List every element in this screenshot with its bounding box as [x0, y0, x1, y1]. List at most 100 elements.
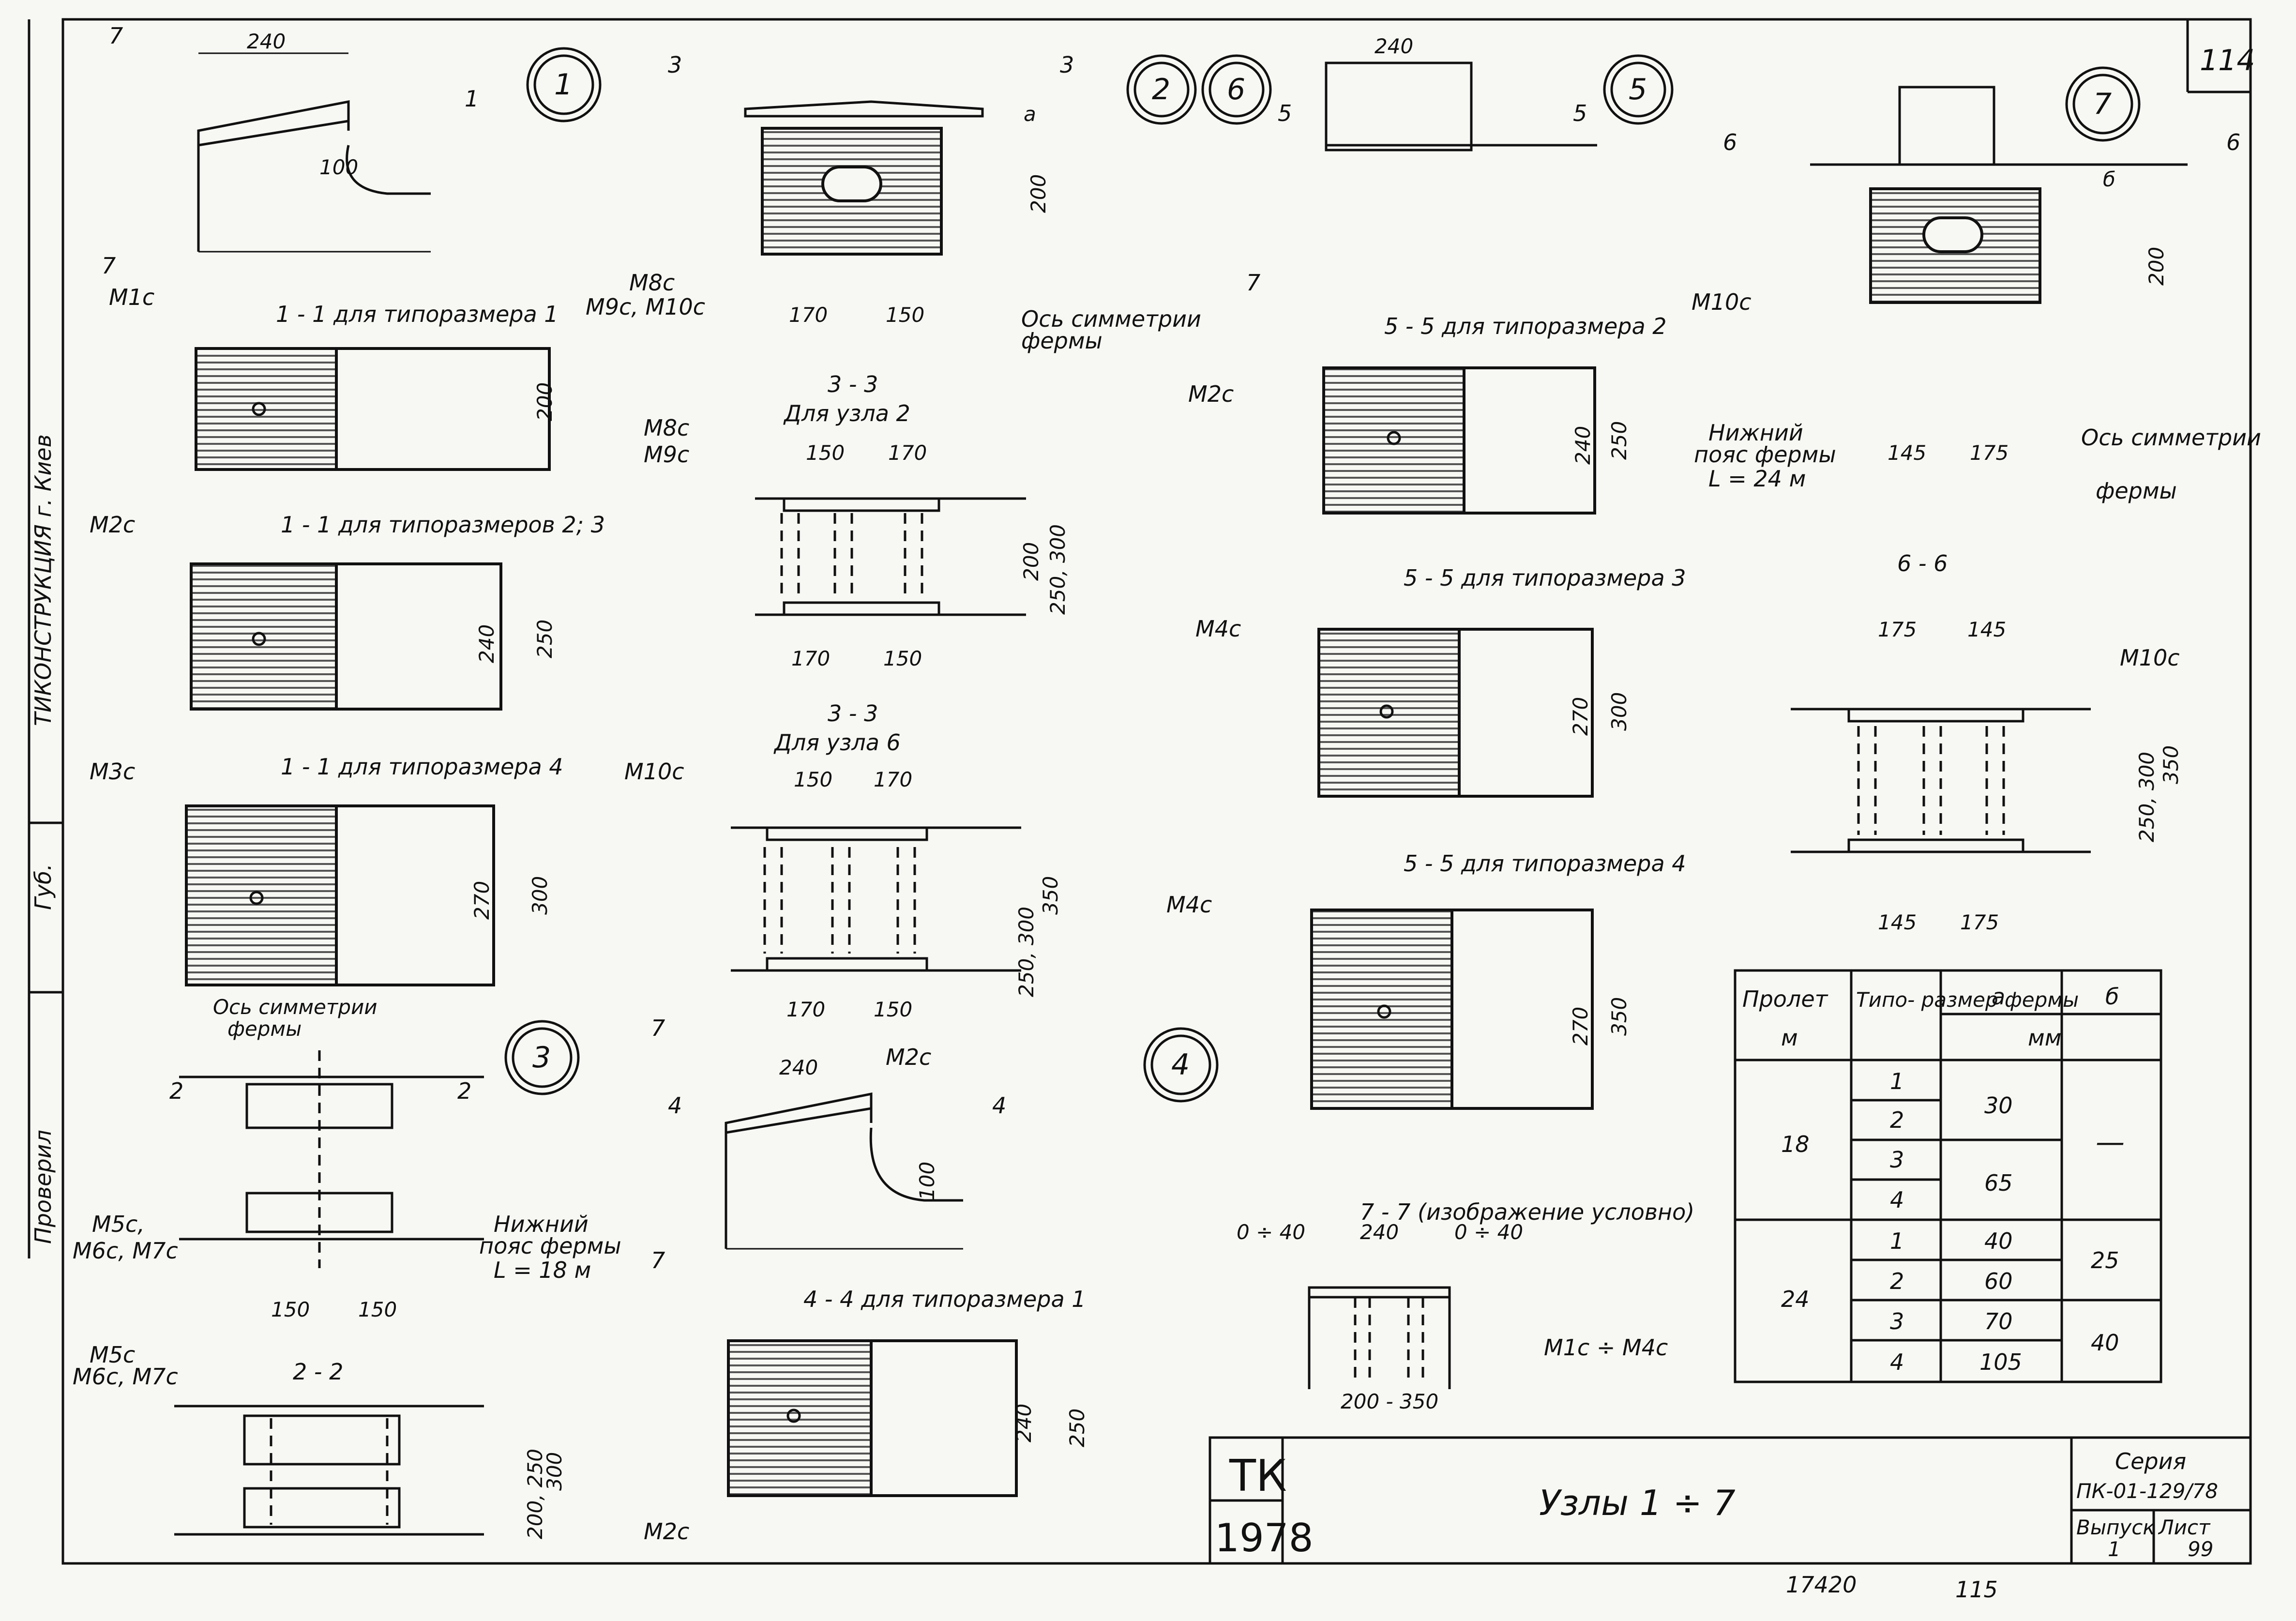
n3-mark-m6c7c: М6с, М7с: [73, 1238, 178, 1264]
node-1-label: 1: [554, 68, 573, 102]
s55-3-mark-m4c: М4с: [1195, 616, 1241, 642]
table-unit-mm: мм: [2028, 1025, 2061, 1051]
n3-lower-2: пояс фермы: [479, 1233, 621, 1259]
s11-23-title: 1 - 1 для типоразмеров 2; 3: [281, 512, 605, 538]
n5-cut-5a: 5: [1278, 100, 1292, 126]
stamp-name-text: Губ.: [30, 864, 56, 910]
s44-mark-m2c: М2с: [644, 1518, 689, 1545]
n3-cut-2a: 2: [169, 1078, 183, 1104]
s33-2-mark-m9c: М9с: [644, 441, 689, 468]
s33-2-dim-200: 200: [1019, 542, 1043, 581]
n3-axis-2: фермы: [227, 1017, 302, 1041]
s77-dim-200350: 200 - 350: [1341, 1390, 1438, 1413]
s66-dim-145b: 145: [1878, 910, 1917, 934]
table-24-size3: 3: [1890, 1308, 1904, 1334]
title-issue-label: Выпуск: [2076, 1515, 2155, 1539]
s22-mark-m5c: М5с: [90, 1342, 135, 1368]
n1-cut-7-top: 7: [109, 23, 123, 49]
n7-axis-1: Ось симметрии: [2081, 424, 2261, 451]
node-4-elevation: 240 М2с 100 4 4 7 7: [651, 1015, 1006, 1273]
bottom-number-right: 115: [1955, 1576, 1998, 1603]
n3-lower-1: Нижний: [494, 1211, 589, 1237]
table-24-a3: 70: [1984, 1308, 2013, 1334]
n1-cut-7-bottom: 7: [102, 253, 116, 279]
node-circle-4: 4: [1143, 1027, 1219, 1103]
n1-cut-1: 1: [465, 86, 479, 112]
s33-6-title-a: 3 - 3: [828, 700, 878, 727]
table-header-span: Пролет: [1742, 986, 1828, 1012]
s55-4-title: 5 - 5 для типоразмера 4: [1404, 850, 1686, 877]
s22-title: 2 - 2: [293, 1359, 343, 1385]
s66-dim-145: 145: [1967, 618, 2006, 641]
node-circle-3: 3: [504, 1020, 580, 1095]
s77-title: 7 - 7 (изображение условно): [1360, 1199, 1694, 1225]
s22-dim-300: 300: [543, 1452, 566, 1491]
s44-title: 4 - 4 для типоразмера 1: [803, 1286, 1086, 1312]
node-6-label: 6: [1227, 73, 1245, 106]
node-5-elevation: 240 5 5 7: [1246, 34, 1597, 296]
section-1-1-size23: М2с 1 - 1 для типоразмеров 2; 3 240 250: [90, 512, 605, 711]
node-3-plan: Ось симметрии фермы М5с, М6с, М7с Нижний…: [73, 995, 621, 1321]
s55-4-mark-m4c: М4с: [1166, 892, 1212, 918]
n7-dim-b: б: [2103, 167, 2115, 191]
s55-2-dim-240: 240: [1571, 426, 1595, 465]
s11-1-dim-200: 200: [533, 382, 557, 421]
table-24-a2: 60: [1984, 1268, 2013, 1294]
section-1-1-size4: М3с 1 - 1 для типоразмера 4 270 300: [90, 754, 563, 986]
n1-dim-100: 100: [319, 155, 358, 179]
s33-2-title-b: Для узла 2: [783, 400, 910, 426]
mark-m2c-left: М2с: [90, 512, 135, 538]
node-2-elevation: а 200 170 150 М8с М9с, М10с Ось симметри…: [586, 52, 1201, 354]
n4-dim-240: 240: [779, 1056, 818, 1079]
n3-axis-1: Ось симметрии: [213, 995, 378, 1019]
stamp-org-text: ТИКОНСТРУКЦИЯ г. Киев: [30, 434, 56, 726]
s55-2-title: 5 - 5 для типоразмера 2: [1384, 313, 1667, 339]
n7-mark-m10c: М10с: [1692, 289, 1752, 315]
n7-dim-145: 145: [1888, 441, 1926, 465]
title-series-value: ПК-01-129/78: [2076, 1479, 2218, 1503]
n7-dim-200: 200: [2145, 247, 2168, 286]
table-header-size: Типо- размер фермы: [1856, 988, 2079, 1012]
node-4-label: 4: [1171, 1048, 1190, 1082]
section-6-6: 6 - 6 175 145 М10с 145 175 250, 300 350: [1791, 550, 2183, 934]
node-circle-5: 5: [1603, 54, 1674, 125]
table-header-a: а: [1992, 984, 2005, 1010]
node-circle-6: 6: [1201, 54, 1272, 125]
s33-6-dim-170: 170: [874, 768, 912, 791]
s11-1-title: 1 - 1 для типоразмера 1: [276, 301, 559, 327]
table-18-size1: 1: [1890, 1068, 1904, 1094]
s66-dim-175b: 175: [1960, 910, 1999, 934]
section-4-4: 4 - 4 для типоразмера 1 240 250 М2с: [644, 1286, 1089, 1545]
sheet-number-top: 114: [2200, 44, 2255, 77]
n3-dim-150b: 150: [358, 1298, 397, 1321]
n4-cut-7a: 7: [651, 1015, 665, 1041]
s11-4-dim-270: 270: [470, 881, 494, 920]
n2-axis-1: Ось симметрии: [1021, 306, 1201, 332]
s66-title: 6 - 6: [1897, 550, 1948, 576]
s33-6-dim-150: 150: [794, 768, 832, 791]
n3-cut-2b: 2: [457, 1078, 471, 1104]
n2-axis-2: фермы: [1021, 328, 1103, 354]
section-3-3-node2: 3 - 3 Для узла 2 М8с М9с 150 170 170 150…: [644, 371, 1070, 670]
n7-dim-175: 175: [1970, 441, 2009, 465]
table-span-24: 24: [1781, 1286, 1810, 1312]
s55-3-dim-300: 300: [1607, 692, 1631, 731]
n5-cut-7: 7: [1246, 270, 1260, 296]
n1-dim-240: 240: [247, 30, 286, 53]
s33-2-title-a: 3 - 3: [828, 371, 878, 397]
s77-dim-240: 240: [1360, 1220, 1399, 1244]
s55-3-title: 5 - 5 для типоразмера 3: [1404, 565, 1686, 591]
table-18-a30: 30: [1984, 1092, 2013, 1119]
s33-2-dim-250300: 250, 300: [1046, 524, 1070, 615]
node-1-elevation: 240 100 7 7 1 М1с: [102, 23, 479, 310]
n7-axis-2: фермы: [2096, 478, 2177, 504]
table-24-size1: 1: [1890, 1228, 1904, 1254]
title-series-label: Серия: [2115, 1448, 2186, 1474]
n2-dim-a: а: [1024, 102, 1036, 126]
s44-dim-250: 250: [1065, 1409, 1089, 1447]
s33-6-title-b: Для узла 6: [773, 729, 901, 756]
table-18-a65: 65: [1984, 1170, 2013, 1196]
n7-lower-2: пояс фермы: [1694, 441, 1836, 468]
s22-mark-m6c7c: М6с, М7с: [73, 1363, 178, 1390]
s55-2-dim-250: 250: [1607, 421, 1631, 460]
